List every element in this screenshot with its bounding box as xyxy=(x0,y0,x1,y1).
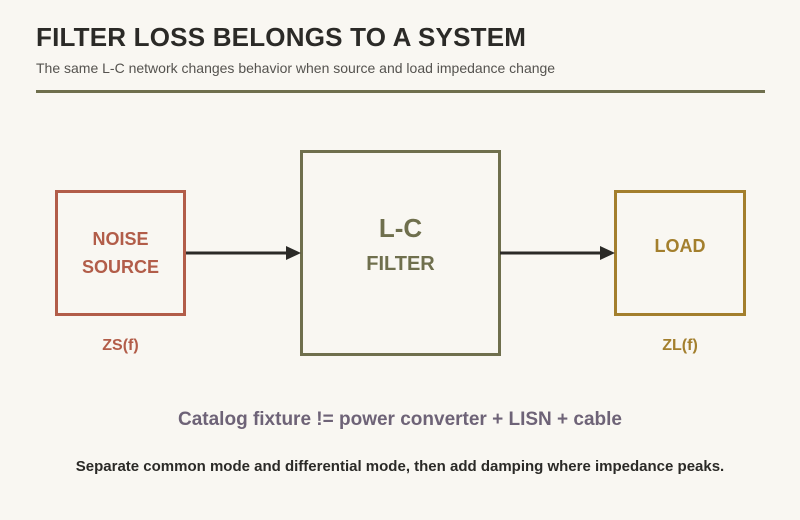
arrow-source-to-filter xyxy=(186,246,301,260)
lc-filter-block: L-C FILTER xyxy=(300,150,501,356)
load-label: LOAD xyxy=(654,236,706,256)
noise-source-label-line1: NOISE xyxy=(92,229,149,249)
arrow-filter-to-load xyxy=(500,246,615,260)
header-divider xyxy=(36,90,765,93)
filter-kind-label: FILTER xyxy=(366,252,435,275)
filter-name-label: L-C xyxy=(378,212,423,243)
load-block: LOAD xyxy=(614,190,746,316)
page-subtitle: The same L-C network changes behavior wh… xyxy=(36,60,556,76)
load-impedance-label: ZL(f) xyxy=(662,337,698,354)
noise-source-label-line2: SOURCE xyxy=(81,257,159,277)
noise-source-block: NOISE SOURCE xyxy=(55,190,186,316)
design-advice: Separate common mode and differential mo… xyxy=(75,458,725,475)
source-impedance-label: ZS(f) xyxy=(102,337,139,354)
system-note: Catalog fixture != power converter + LIS… xyxy=(178,409,622,430)
page-title: FILTER LOSS BELONGS TO A SYSTEM xyxy=(36,22,527,52)
